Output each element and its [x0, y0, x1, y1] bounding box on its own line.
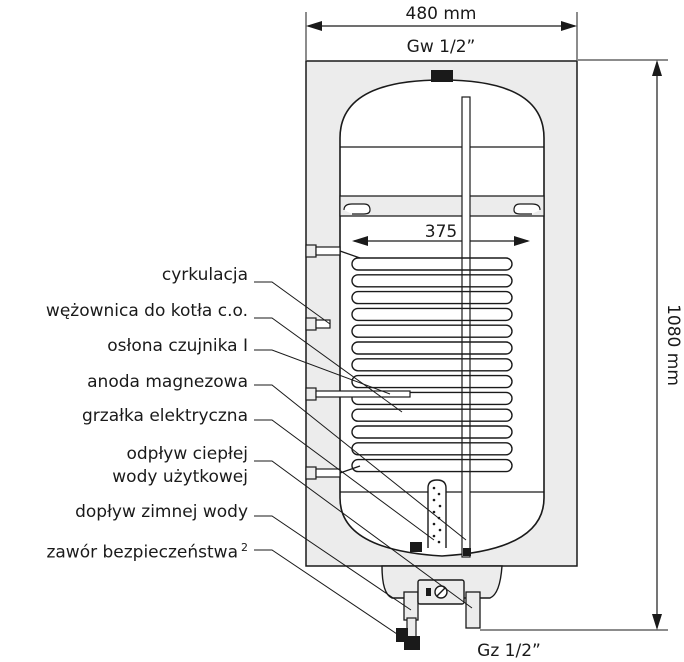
coil-loop	[351, 290, 513, 305]
heating-coil	[351, 257, 513, 473]
label-safety-valve-text: zawór bezpieczeństwa	[46, 542, 238, 563]
coil-loop	[351, 341, 513, 355]
label-hot-outlet-line2: wody użytkowej	[112, 467, 248, 487]
leader-sensor	[254, 349, 391, 395]
electric-heater	[427, 479, 447, 548]
hot-outlet-nipple	[463, 548, 471, 556]
sensor-sleeve	[305, 387, 411, 401]
coil-loop	[351, 324, 513, 338]
leader-circulation	[254, 281, 331, 325]
coil-width-dimension	[352, 236, 530, 246]
label-heater: grzałka elektryczna	[82, 406, 248, 426]
width-dimension	[305, 12, 578, 60]
coil-loop	[351, 442, 513, 456]
label-coil: wężownica do kotła c.o.	[45, 301, 248, 321]
label-circulation: cyrkulacja	[161, 265, 248, 285]
label-sensor-sleeve: osłona czujnika I	[107, 336, 248, 356]
hot-outlet-pipe	[465, 591, 481, 629]
heater-dot	[437, 540, 441, 544]
leader-lines	[254, 281, 473, 637]
heater-dot	[438, 528, 442, 532]
top-connection-text: Gw 1/2”	[407, 37, 476, 57]
heater-dot	[432, 486, 436, 490]
bracket-hook-right	[513, 203, 541, 215]
coil-loop	[351, 358, 513, 372]
heater-dot	[438, 504, 442, 508]
label-hot-outlet-line1: odpływ ciepłej	[126, 444, 248, 464]
coil-loop	[351, 425, 513, 439]
leader-heater	[254, 419, 435, 541]
coil-loop	[351, 307, 513, 322]
label-anode: anoda magnezowa	[87, 372, 248, 392]
height-dimension	[480, 59, 668, 631]
coil-inlet-fitting	[305, 244, 361, 259]
heater-dot	[432, 498, 436, 502]
circulation-fitting	[305, 317, 331, 331]
coil-width-text: 375	[425, 222, 457, 242]
coil-loop	[351, 374, 513, 389]
top-connection-fitting	[431, 70, 453, 82]
leader-anode	[254, 384, 467, 541]
bracket-hook-left	[343, 203, 371, 215]
width-dimension-text: 480 mm	[406, 4, 477, 24]
coil-loop	[351, 458, 513, 473]
bottom-connection-text: Gz 1/2”	[477, 641, 541, 661]
height-dimension-text: 1080 mm	[663, 304, 683, 386]
heater-dot	[432, 510, 436, 514]
leader-hot-outlet	[254, 460, 473, 609]
coil-outlet-fitting	[305, 465, 361, 480]
cold-inlet-nipple	[410, 542, 422, 552]
coil-loop	[351, 274, 513, 288]
coil-loop	[351, 408, 513, 422]
coil-loop	[351, 257, 513, 271]
label-cold-inlet: dopływ zimnej wody	[75, 502, 248, 522]
heater-dot	[437, 492, 441, 496]
label-safety-valve-note: 2	[241, 541, 248, 554]
coil-bracket	[339, 195, 545, 217]
leader-cold-inlet	[254, 515, 412, 611]
safety-valve	[396, 617, 420, 650]
cold-inlet-pipe	[403, 591, 419, 621]
leader-safety-valve	[254, 549, 401, 637]
leader-coil	[254, 317, 403, 413]
heater-dot	[432, 522, 436, 526]
magnesium-anode	[461, 96, 471, 558]
heater-dot	[432, 534, 436, 538]
